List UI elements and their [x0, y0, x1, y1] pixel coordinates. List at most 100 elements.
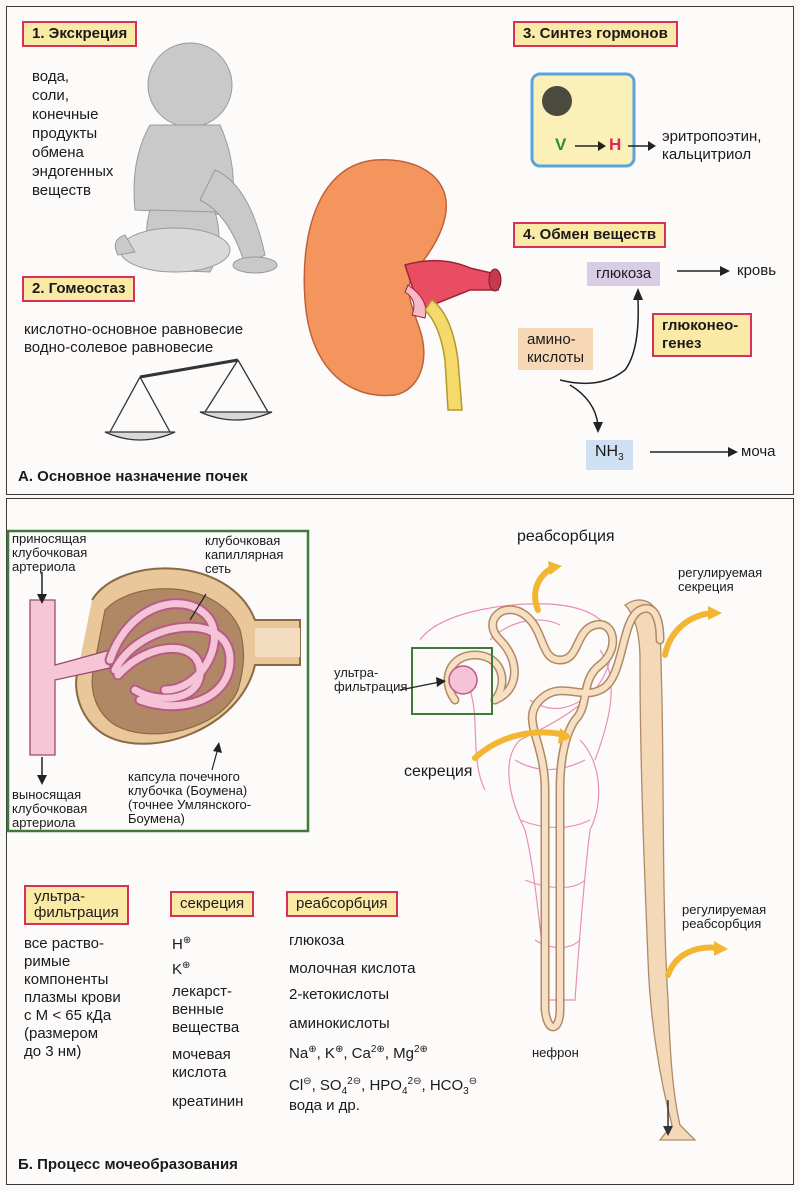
- ultra-text-7: до 3 нм): [24, 1043, 82, 1060]
- reabsorption-text: реабсорбция: [517, 528, 615, 545]
- balance-scale: [104, 358, 273, 441]
- regulated-secretion-text-1: регулируемая: [678, 565, 763, 580]
- ultra-title: ультра- фильтрация: [24, 885, 129, 925]
- ion-mg: Mg: [393, 1045, 414, 1062]
- hormone-text-2: кальцитриол: [662, 146, 752, 163]
- ion-hpo4-sub: 4: [401, 1086, 408, 1097]
- ion-cl-charge: ⊖: [303, 1076, 312, 1087]
- ion-hco3: HCO: [429, 1077, 464, 1094]
- amino-box: амино- кислоты: [518, 328, 594, 370]
- secretion-text-3: вещества: [172, 1019, 240, 1036]
- reabs-item-1: глюкоза: [289, 932, 345, 949]
- ion-ca: Ca: [351, 1045, 371, 1062]
- capsule-text-1: капсула почечного: [128, 769, 240, 784]
- ion-hco3-charge: ⊖: [468, 1076, 478, 1087]
- gluconeogenesis-label: глюконео- генез: [652, 313, 752, 357]
- capsule-text-3: (точнее Умлянского-: [128, 797, 252, 812]
- homeostasis-text-2: водно-солевое равновесие: [24, 339, 214, 356]
- secretion-text-2: венные: [172, 1001, 224, 1018]
- capillary-text-2: капиллярная: [205, 547, 284, 562]
- secretion-h: H⊕: [172, 932, 191, 954]
- efferent-text-2: клубочковая: [12, 801, 88, 816]
- uric-text-1: мочевая: [172, 1046, 231, 1063]
- panel-b-caption: Б. Процесс мочеобразования: [18, 1156, 238, 1173]
- ultrafiltration-text-1: ультра-: [334, 665, 379, 680]
- reabs-title: реабсорбция: [286, 891, 398, 917]
- excretion-text-7: веществ: [32, 182, 91, 199]
- collecting-duct: [623, 599, 697, 1141]
- secretion-h-charge: ⊕: [182, 935, 192, 946]
- reabs-item-4: аминокислоты: [289, 1015, 390, 1032]
- ion-cl: Cl: [289, 1077, 304, 1094]
- secretion-text: секреция: [404, 763, 473, 780]
- ion-na: Na: [289, 1045, 309, 1062]
- regulated-secretion-text-2: секреция: [678, 579, 734, 594]
- excretion-text-4: продукты: [32, 125, 98, 142]
- excretion-label: 1. Экскреция: [22, 21, 138, 47]
- panel-a-caption: А. Основное назначение почек: [18, 468, 248, 485]
- ultra-title-2: фильтрация: [34, 904, 119, 921]
- ion-hpo4: HPO: [369, 1077, 402, 1094]
- ion-ca-charge: 2⊕: [370, 1044, 385, 1055]
- urine-text: моча: [741, 443, 776, 460]
- kidney-illustration: [303, 159, 502, 411]
- afferent-arteriole: [29, 599, 111, 756]
- ultra-text-6: (размером: [24, 1025, 99, 1042]
- ion-so4-charge: 2⊖: [347, 1076, 362, 1087]
- ultra-text-5: с М < 65 кДа: [24, 1007, 112, 1024]
- capsule-text-2: клубочка (Боумена): [128, 783, 248, 798]
- ultra-text-1: все раство-: [24, 935, 105, 952]
- ion-na-charge: ⊕: [308, 1044, 317, 1055]
- nh3-text: NH: [595, 443, 619, 460]
- nephron-text: нефрон: [532, 1045, 579, 1060]
- reabs-item-2: молочная кислота: [289, 960, 416, 977]
- amino-text-2: кислоты: [527, 349, 585, 366]
- metabolism-label: 4. Обмен веществ: [513, 222, 667, 248]
- anions-row: Cl⊖, SO42⊖, HPO42⊖, HCO3⊖: [289, 1076, 478, 1097]
- cations-row: Na⊕, K⊕, Ca2⊕, Mg2⊕: [289, 1044, 428, 1062]
- panel-a-art: [104, 42, 738, 457]
- ion-so4-sub: 4: [341, 1086, 348, 1097]
- ion-hpo4-charge: 2⊖: [407, 1076, 422, 1087]
- secretion-k: K⊕: [172, 957, 190, 979]
- creatinine-text: креатинин: [172, 1093, 244, 1110]
- excretion-text-6: эндогенных: [32, 163, 114, 180]
- child-illustration: [114, 42, 278, 274]
- water-text: вода и др.: [289, 1097, 360, 1114]
- ultra-text-3: компоненты: [24, 971, 109, 988]
- homeostasis-text-1: кислотно-основное равновесие: [24, 321, 244, 338]
- uric-text-2: кислота: [172, 1064, 227, 1081]
- nephron-tubule: [443, 603, 665, 1032]
- ion-hco3-sub: 3: [463, 1086, 469, 1097]
- ultra-text-2: римые: [24, 953, 71, 970]
- hormone-text-1: эритропоэтин,: [662, 128, 762, 145]
- blood-text: кровь: [737, 262, 777, 279]
- gluconeo-text-1: глюконео-: [662, 317, 739, 334]
- ultra-text-4: плазмы крови: [24, 989, 121, 1006]
- reabs-item-3: 2-кетокислоты: [289, 986, 389, 1003]
- capsule-text-4: Боумена): [128, 811, 185, 826]
- excretion-text-5: обмена: [32, 144, 84, 161]
- secretion-text-1: лекарст-: [172, 983, 233, 1000]
- afferent-text-1: приносящая: [12, 531, 87, 546]
- excretion-text-2: соли,: [32, 87, 69, 104]
- metabolism-arrows: [559, 270, 728, 453]
- nh3-box: NH3: [586, 440, 633, 471]
- nh3-subscript: 3: [618, 452, 624, 464]
- cell-nucleus: [542, 86, 572, 116]
- secretion-title: секреция: [170, 891, 255, 917]
- nephron-glomerulus-frame: [411, 647, 493, 715]
- yellow-arrows: [472, 565, 721, 978]
- secretion-k-symbol: K: [172, 961, 183, 978]
- gluconeo-text-2: генез: [662, 335, 702, 352]
- regulated-reabsorption-text-2: реабсорбция: [682, 916, 762, 931]
- afferent-text-3: артериола: [12, 559, 76, 574]
- ultra-title-1: ультра-: [34, 888, 86, 905]
- excretion-text-3: конечные: [32, 106, 99, 123]
- homeostasis-label: 2. Гомеостаз: [22, 276, 136, 302]
- ion-k-charge: ⊕: [334, 1044, 344, 1055]
- ion-so4: SO: [319, 1077, 342, 1094]
- ultrafiltration-text-2: фильтрация: [334, 679, 408, 694]
